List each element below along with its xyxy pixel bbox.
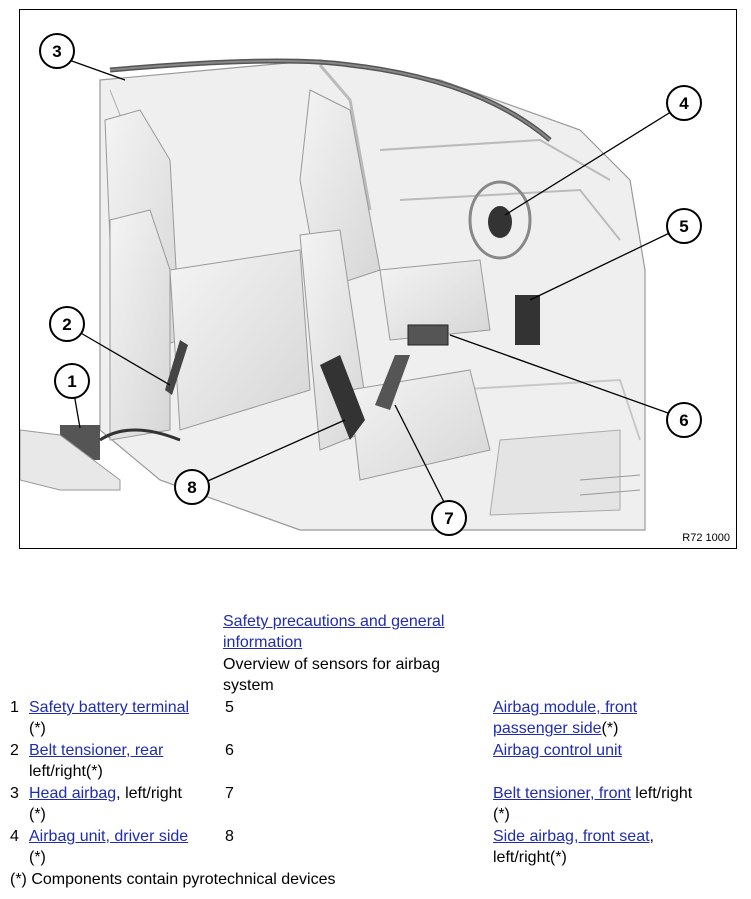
callout-2-label: 2 <box>62 315 71 334</box>
item-7-inline-suffix: left/right <box>630 785 693 802</box>
callout-6: 6 <box>666 402 702 438</box>
callout-3-label: 3 <box>52 42 61 61</box>
belt-tensioner-rear-link[interactable]: Belt tensioner, rear <box>29 742 164 759</box>
safety-precautions-link-cont[interactable]: information <box>223 634 303 651</box>
callout-4: 4 <box>666 85 702 121</box>
callout-8-label: 8 <box>187 478 196 497</box>
airbag-unit-driver-link[interactable]: Airbag unit, driver side <box>29 828 189 845</box>
item-7-number: 7 <box>225 785 234 802</box>
item-8-number: 8 <box>225 828 234 845</box>
item-3-number: 3 <box>10 785 19 802</box>
head-airbag-link[interactable]: Head airbag <box>29 785 117 802</box>
callout-7: 7 <box>431 500 467 536</box>
subtitle-line1: Overview of sensors for airbag <box>223 656 440 673</box>
airbag-module-passenger-link[interactable]: Airbag module, front <box>493 699 638 716</box>
belt-tensioner-front-link[interactable]: Belt tensioner, front <box>493 785 631 802</box>
callout-1: 1 <box>54 363 90 399</box>
item-6-number: 6 <box>225 742 234 759</box>
figure-reference: R72 1000 <box>682 532 730 544</box>
callout-5: 5 <box>666 208 702 244</box>
callout-3: 3 <box>39 33 75 69</box>
item-1-number: 1 <box>10 699 19 716</box>
item-2-suffix: left/right(*) <box>29 763 103 780</box>
callout-1-label: 1 <box>67 372 76 391</box>
item-1-suffix: (*) <box>29 720 46 737</box>
footnote: (*) Components contain pyrotechnical dev… <box>10 871 336 888</box>
item-5-line2: passenger side(*) <box>493 718 618 739</box>
item-7-line: Belt tensioner, front left/right <box>493 783 692 804</box>
callouts: 1 2 3 4 5 6 7 <box>39 33 702 536</box>
callout-8: 8 <box>174 469 210 505</box>
safety-battery-terminal-link[interactable]: Safety battery terminal <box>29 699 190 716</box>
item-4-number: 4 <box>10 828 19 845</box>
item-7-suffix: (*) <box>493 806 510 823</box>
side-airbag-front-seat-link[interactable]: Side airbag, front seat <box>493 828 650 845</box>
safety-precautions-link[interactable]: Safety precautions and general <box>223 613 445 630</box>
callout-6-label: 6 <box>679 411 688 430</box>
callout-7-label: 7 <box>444 509 453 528</box>
subtitle-line2: system <box>223 677 274 694</box>
item-3-line: Head airbag, left/right <box>29 783 182 804</box>
airbag-module-passenger-link-cont[interactable]: passenger side <box>493 720 602 737</box>
item-5-suffix: (*) <box>601 720 619 737</box>
item-5-number: 5 <box>225 699 234 716</box>
item-4-suffix: (*) <box>29 849 46 866</box>
airbag-control-unit-link[interactable]: Airbag control unit <box>493 742 622 759</box>
item-3-suffix: (*) <box>29 806 46 823</box>
item-8-line: Side airbag, front seat, <box>493 826 654 847</box>
item-2-number: 2 <box>10 742 19 759</box>
callout-5-label: 5 <box>679 217 688 236</box>
item-3-inline-suffix: , left/right <box>116 785 182 802</box>
callout-2: 2 <box>49 306 85 342</box>
airbag-diagram: 1 2 3 4 5 6 7 <box>19 9 737 549</box>
car-interior-illustration: 1 2 3 4 5 6 7 <box>20 33 702 536</box>
callout-4-label: 4 <box>679 94 689 113</box>
item-8-suffix: left/right(*) <box>493 849 567 866</box>
item-8-inline-suffix: , <box>649 828 654 845</box>
